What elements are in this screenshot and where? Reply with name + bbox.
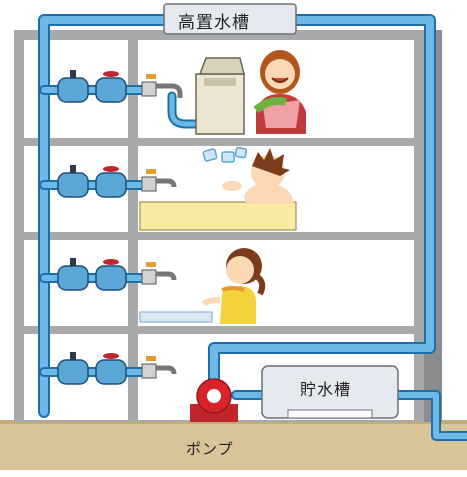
storage-tank-label: 貯水槽 [300,380,352,399]
storage-tank [261,365,399,419]
elevated-tank [163,3,297,35]
washing-machine [195,57,245,135]
supply-pipe [38,14,467,441]
sink [139,311,213,323]
person-sink [201,248,266,324]
person-laundry [253,50,306,134]
pump [190,378,238,422]
pump-label: ポンプ [186,440,234,458]
bathtub [139,201,297,231]
meters-and-valves [57,70,183,385]
water-splash [202,146,248,163]
elevated-tank-label: 高置水槽 [178,13,250,33]
ground [0,420,467,470]
person-bath [222,148,294,204]
